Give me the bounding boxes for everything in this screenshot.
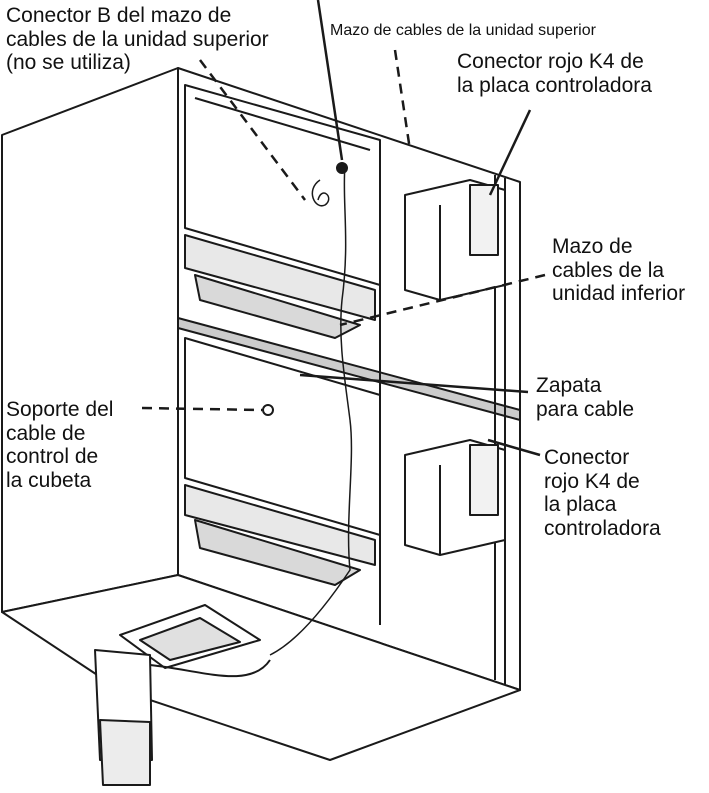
leader-upper-harness	[393, 49, 412, 151]
upper-harness-wire	[340, 164, 351, 421]
leader-red-k4-top	[488, 109, 532, 196]
label-connector-b: Conector B del mazo de cables de la unid…	[6, 4, 269, 75]
leader-cable-shoe	[299, 373, 529, 394]
label-upper-harness: Mazo de cables de la unidad superior	[330, 22, 596, 39]
label-bin-control-support: Soporte del cable de control de la cubet…	[6, 398, 114, 492]
connector-b-coil	[311, 179, 330, 207]
lower-harness-wire	[269, 419, 353, 656]
upper-controller-board	[469, 184, 499, 256]
unit-divider	[177, 317, 521, 421]
leader-red-k4-bottom	[487, 438, 541, 457]
bin-control-support-clip	[262, 404, 274, 416]
leader-connector-b	[199, 59, 306, 201]
label-red-k4-bottom: Conector rojo K4 de la placa controlador…	[544, 446, 661, 540]
leader-bin-control	[141, 406, 263, 412]
lower-trough	[184, 484, 376, 566]
label-red-k4-top: Conector rojo K4 de la placa controlador…	[457, 50, 652, 97]
leader-lines	[141, 0, 546, 457]
label-lower-harness: Mazo de cables de la unidad inferior	[552, 235, 686, 306]
label-cable-shoe: Zapata para cable	[536, 374, 635, 421]
leader-top-pointer	[316, 0, 344, 161]
upper-trough	[184, 234, 376, 321]
upper-cable-shoe	[336, 162, 348, 174]
leader-lower-harness	[339, 273, 546, 327]
lower-controller-board	[469, 444, 499, 516]
left-side-panel	[1, 67, 179, 613]
bin-cable	[149, 659, 271, 678]
ice-machine-drawing	[1, 67, 521, 786]
